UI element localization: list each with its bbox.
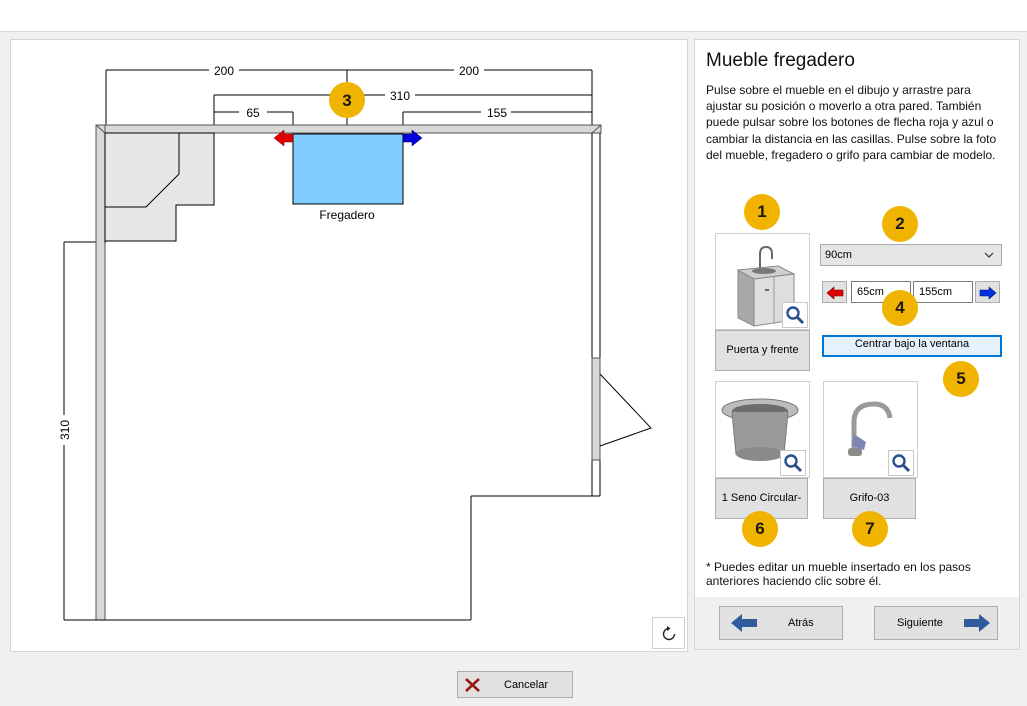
next-button[interactable]: Siguiente	[874, 606, 998, 640]
dim-side-wall: 310	[58, 420, 72, 440]
move-right-button[interactable]	[975, 281, 1000, 303]
faucet-zoom-button[interactable]	[888, 450, 914, 476]
red-arrow-left-icon	[826, 286, 844, 300]
next-label: Siguiente	[897, 617, 943, 629]
faucet-image	[848, 401, 893, 456]
step-badge-4: 4	[882, 290, 918, 326]
svg-text:3: 3	[342, 91, 351, 110]
right-distance-input[interactable]: 155cm	[913, 281, 973, 303]
arrow-left-icon	[731, 614, 757, 632]
width-select-value: 90cm	[825, 249, 852, 261]
sink-model-photo[interactable]	[715, 381, 810, 478]
back-label: Atrás	[788, 617, 814, 629]
sink-zoom-button[interactable]	[780, 450, 806, 476]
navigation-bar: Atrás Siguiente	[694, 597, 1020, 650]
step-badge-3	[329, 82, 365, 118]
zoom-icon	[892, 454, 911, 473]
step-badge-2: 2	[882, 206, 918, 242]
door	[591, 357, 652, 461]
center-under-window-button[interactable]: Centrar bajo la ventana	[822, 335, 1002, 357]
sink-cabinet[interactable]	[292, 133, 404, 205]
dim-top-right: 200	[459, 64, 479, 78]
cancel-button[interactable]: Cancelar	[457, 671, 573, 698]
chevron-down-icon	[984, 252, 994, 258]
move-left-arrow-icon[interactable]	[273, 129, 294, 147]
reset-view-button[interactable]	[652, 617, 685, 649]
instructions-text: Pulse sobre el mueble en el dibujo y arr…	[706, 83, 997, 162]
sink-bowl-image	[721, 398, 799, 461]
window-titlebar	[0, 0, 1027, 32]
cabinet-photo[interactable]	[715, 233, 810, 330]
step-badge-7: 7	[852, 511, 888, 547]
move-right-arrow-icon[interactable]	[402, 129, 423, 147]
close-icon	[465, 678, 480, 692]
step-badge-1: 1	[744, 194, 780, 230]
dim-left-gap: 65	[246, 106, 260, 120]
floorplan-canvas[interactable]: 200 200 310 65 155 310	[10, 39, 688, 652]
dim-top-left: 200	[214, 64, 234, 78]
zoom-icon	[786, 306, 805, 325]
zoom-icon	[784, 454, 803, 473]
floorplan-svg[interactable]: 200 200 310 65 155 310	[11, 40, 687, 651]
blue-arrow-right-icon	[979, 286, 997, 300]
corner-cabinet[interactable]	[104, 132, 215, 242]
footnote-text: * Puedes editar un mueble insertado en l…	[706, 560, 971, 588]
back-button[interactable]: Atrás	[719, 606, 843, 640]
step-badge-6: 6	[742, 511, 778, 547]
rotate-icon	[662, 626, 676, 641]
sink-label: Fregadero	[319, 208, 375, 222]
arrow-right-icon	[964, 614, 990, 632]
cancel-label: Cancelar	[504, 679, 549, 691]
panel-title: Mueble fregadero	[706, 50, 855, 71]
dim-wall-total: 310	[390, 89, 410, 103]
cabinet-zoom-button[interactable]	[782, 302, 808, 328]
cabinet-model-button[interactable]: Puerta y frente	[715, 330, 810, 371]
step-badge-5: 5	[943, 361, 979, 397]
dim-right-gap: 155	[487, 106, 507, 120]
width-select[interactable]: 90cm	[820, 244, 1002, 266]
move-left-button[interactable]	[822, 281, 847, 303]
faucet-model-photo[interactable]	[823, 381, 918, 478]
sink-options-panel: Mueble fregadero Pulse sobre el mueble e…	[694, 39, 1020, 598]
